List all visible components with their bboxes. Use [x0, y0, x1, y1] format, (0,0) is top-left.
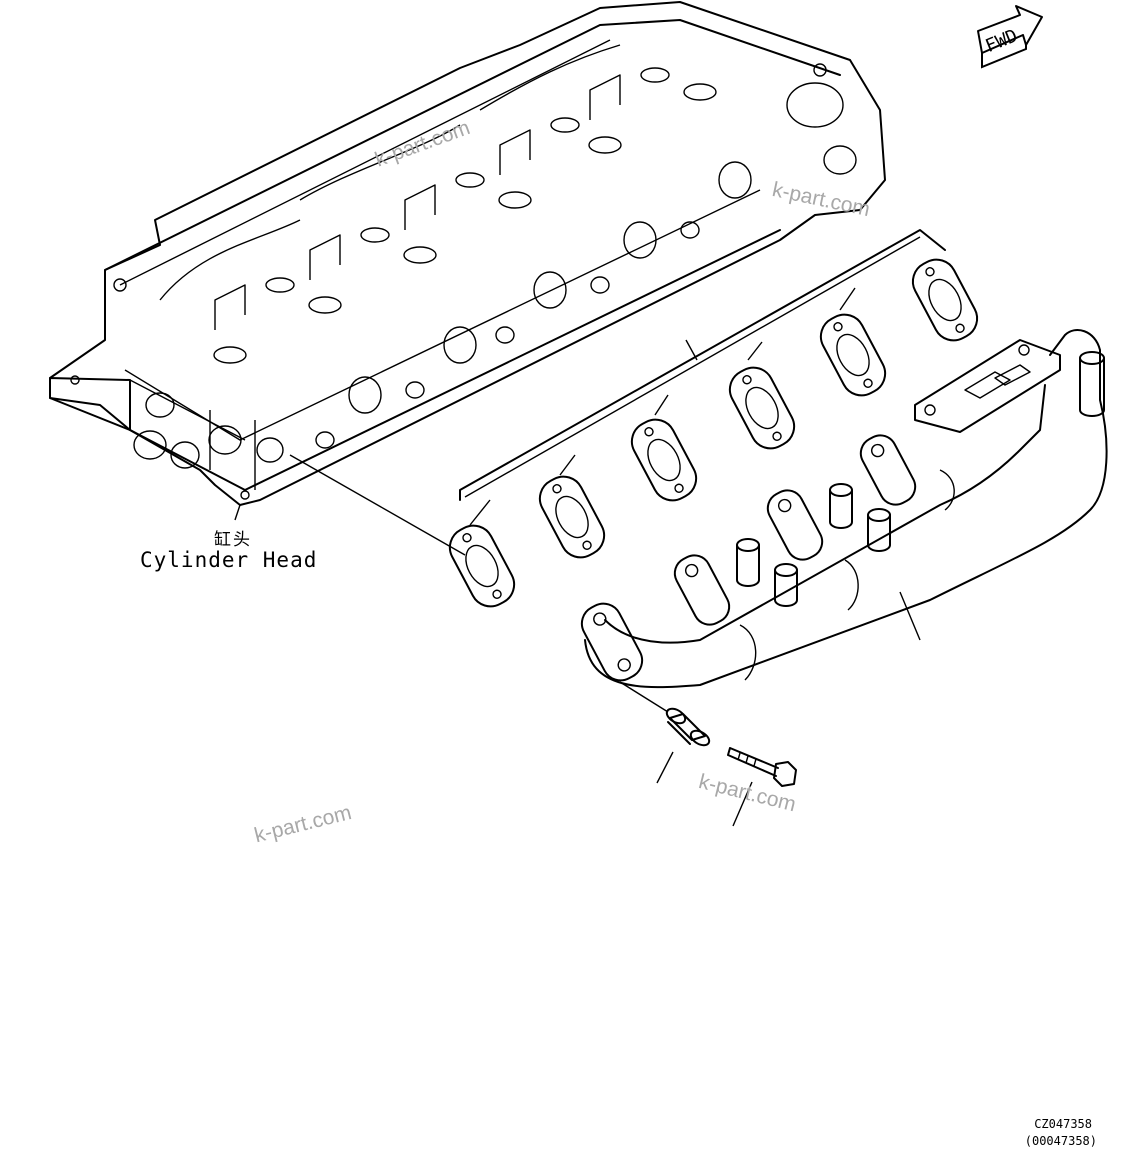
cylinder-head-label-en: Cylinder Head: [140, 548, 318, 572]
exhaust-manifold: [580, 329, 1108, 689]
cylinder-head: [49, 1, 886, 506]
spacer-sleeve: [619, 681, 711, 784]
gasket: [538, 454, 606, 559]
gasket: [448, 499, 516, 608]
gasket: [819, 287, 887, 397]
drawing-code: CZ047358: [1034, 1117, 1092, 1131]
gasket-group: [289, 229, 946, 556]
cylinder-head-label-cn: 缸头: [214, 530, 252, 550]
gasket: [728, 341, 796, 450]
bolt: [727, 747, 797, 827]
cylinder-head-leader: [234, 504, 241, 521]
fwd-arrow-icon: FWD: [977, 5, 1043, 69]
gasket: [911, 258, 979, 342]
drawing-code-secondary: (00047358): [1024, 1134, 1097, 1148]
gasket: [630, 394, 698, 502]
